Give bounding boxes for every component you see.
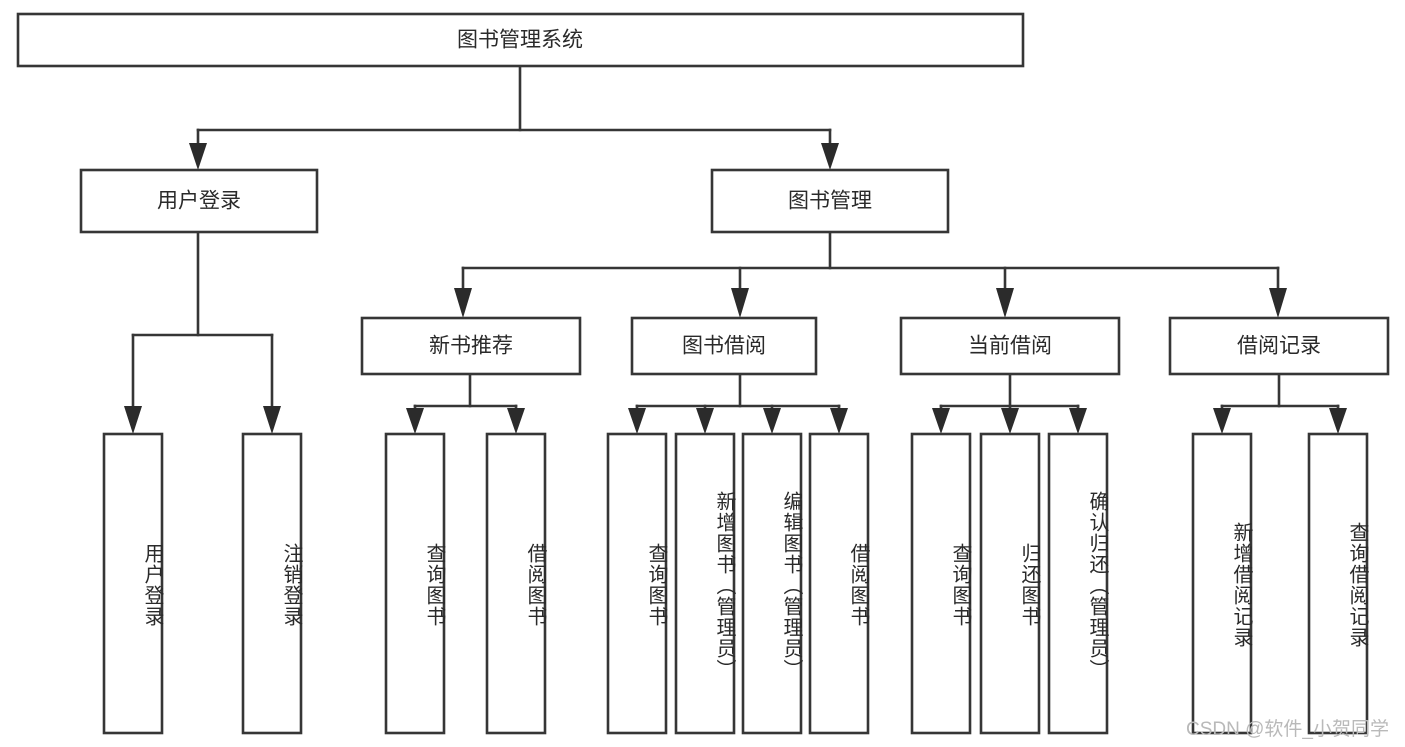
node-book-borrow[interactable]: 图书借阅 <box>630 316 818 376</box>
arrow-cb-leaf1 <box>932 408 950 434</box>
node-user-login-box[interactable] <box>79 168 319 234</box>
node-user-login[interactable]: 用户登录 <box>79 168 319 234</box>
arrow-user-login <box>189 143 207 170</box>
connector-group-borrow-record-to-leaves <box>1213 372 1347 434</box>
arrow-bb-leaf1 <box>628 408 646 434</box>
node-new-book-recommend-label: 新书推荐 <box>429 335 513 358</box>
leaf-boxes-user-login <box>102 432 303 735</box>
node-book-manage-box[interactable] <box>710 168 950 234</box>
leaf-box-book-borrow-2[interactable] <box>674 432 736 735</box>
node-user-login-label: 用户登录 <box>157 190 241 213</box>
arrow-leaf-user-login <box>124 406 142 434</box>
arrow-br-leaf1 <box>1213 408 1231 434</box>
leaf-box-user-login-2[interactable] <box>241 432 303 735</box>
node-book-borrow-box[interactable] <box>630 316 818 376</box>
arrow-bb-leaf4 <box>830 408 848 434</box>
node-book-manage[interactable]: 图书管理 <box>710 168 950 234</box>
connector-group-current-borrow-to-leaves <box>932 372 1087 434</box>
node-current-borrow[interactable]: 当前借阅 <box>899 316 1121 376</box>
arrow-nb-leaf2 <box>507 408 525 434</box>
node-book-manage-label: 图书管理 <box>788 190 872 213</box>
node-borrow-record[interactable]: 借阅记录 <box>1168 316 1390 376</box>
leaf-boxes-book-borrow <box>606 432 870 735</box>
arrow-bb-leaf3 <box>763 408 781 434</box>
arrow-borrow-record <box>1269 288 1287 318</box>
leaf-box-new-book-2[interactable] <box>485 432 547 735</box>
arrow-book-manage <box>821 143 839 170</box>
arrow-new-book <box>454 288 472 318</box>
leaf-boxes-new-book <box>384 432 547 735</box>
leaf-box-current-borrow-3[interactable] <box>1047 432 1109 735</box>
node-current-borrow-box[interactable] <box>899 316 1121 376</box>
connector-group-new-book-to-leaves <box>406 372 525 434</box>
arrow-br-leaf2 <box>1329 408 1347 434</box>
arrow-book-borrow <box>731 288 749 318</box>
arrow-bb-leaf2 <box>696 408 714 434</box>
csdn-watermark: CSDN @软件_小贺同学 <box>1186 719 1389 740</box>
leaf-box-borrow-record-2[interactable] <box>1307 432 1369 735</box>
leaf-box-book-borrow-1[interactable] <box>606 432 668 735</box>
leaf-boxes-borrow-record <box>1191 432 1369 735</box>
node-borrow-record-box[interactable] <box>1168 316 1390 376</box>
connector-group-book-borrow-to-leaves <box>628 372 848 434</box>
node-borrow-record-label: 借阅记录 <box>1237 335 1321 358</box>
node-book-borrow-label: 图书借阅 <box>682 335 766 358</box>
leaf-box-book-borrow-3[interactable] <box>741 432 803 735</box>
leaf-box-new-book-1[interactable] <box>384 432 446 735</box>
node-root-box[interactable] <box>16 12 1025 68</box>
arrow-current-borrow <box>996 288 1014 318</box>
arrow-cb-leaf3 <box>1069 408 1087 434</box>
leaf-boxes-current-borrow <box>910 432 1109 735</box>
arrow-cb-leaf2 <box>1001 408 1019 434</box>
node-current-borrow-label: 当前借阅 <box>968 335 1052 358</box>
leaf-box-user-login-1[interactable] <box>102 432 164 735</box>
leaf-box-current-borrow-1[interactable] <box>910 432 972 735</box>
connector-group-root-to-level2 <box>189 64 839 170</box>
arrow-leaf-logout <box>263 406 281 434</box>
leaf-box-current-borrow-2[interactable] <box>979 432 1041 735</box>
node-new-book-recommend-box[interactable] <box>360 316 582 376</box>
connector-group-user-login-to-leaves <box>124 230 281 434</box>
leaf-box-book-borrow-4[interactable] <box>808 432 870 735</box>
connector-group-book-manage-to-level3 <box>454 230 1287 318</box>
node-new-book-recommend[interactable]: 新书推荐 <box>360 316 582 376</box>
node-root[interactable]: 图书管理系统 <box>16 12 1025 68</box>
leaf-box-borrow-record-1[interactable] <box>1191 432 1253 735</box>
node-root-label: 图书管理系统 <box>457 29 583 52</box>
arrow-nb-leaf1 <box>406 408 424 434</box>
